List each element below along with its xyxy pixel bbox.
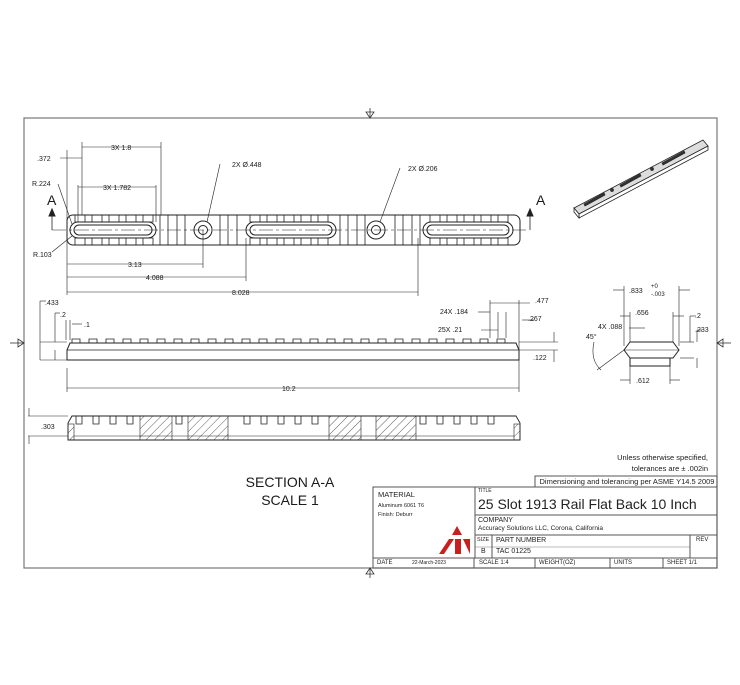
svg-text:-.003: -.003 <box>651 292 665 298</box>
top-view <box>52 214 528 246</box>
svg-text:R.103: R.103 <box>33 252 52 259</box>
date-value: 22-March-2023 <box>412 560 446 566</box>
company-name: Accuracy Solutions LLC, Corona, Californ… <box>478 525 604 532</box>
isometric-view <box>573 139 709 220</box>
svg-text:.267: .267 <box>528 316 542 323</box>
rev-label: REV <box>696 537 709 543</box>
side-view-teeth <box>71 338 506 343</box>
section-title: SECTION A-A <box>246 474 335 490</box>
svg-text:.433: .433 <box>45 300 59 307</box>
top-view-dimension-lines <box>51 142 419 296</box>
svg-text:10.2: 10.2 <box>282 386 296 393</box>
svg-text:.833: .833 <box>629 288 643 295</box>
company-label: COMPANY <box>478 517 513 524</box>
svg-text:.477: .477 <box>535 298 549 305</box>
svg-text:4.088: 4.088 <box>146 275 164 282</box>
size-value: B <box>481 548 486 555</box>
part-number: TAC 01225 <box>496 548 531 555</box>
drawing-title: 25 Slot 1913 Rail Flat Back 10 Inch <box>478 496 697 512</box>
section-scale: SCALE 1 <box>261 492 319 508</box>
svg-text:45°: 45° <box>586 333 597 341</box>
section-dimension-lines <box>28 408 68 444</box>
section-view <box>67 415 521 441</box>
material-label: MATERIAL <box>378 490 415 499</box>
svg-text:4X .088: 4X .088 <box>598 324 622 331</box>
svg-text:3X 1.782: 3X 1.782 <box>103 185 131 192</box>
svg-text:.1: .1 <box>84 322 90 329</box>
profile-view <box>623 341 680 367</box>
svg-text:.122: .122 <box>533 355 547 362</box>
section-marker-right <box>526 207 534 230</box>
side-view-dimension-lines <box>39 300 558 392</box>
finish-note: Finish: Deburr <box>378 512 413 518</box>
company-logo <box>439 526 470 554</box>
side-view <box>66 338 520 361</box>
svg-text:2X Ø.448: 2X Ø.448 <box>232 162 262 169</box>
sheet-label: SHEET 1/1 <box>667 560 697 566</box>
top-view-dimension-texts: .372 R.224 R.103 3X 1.8 3X 1.782 2X Ø.44… <box>32 145 438 297</box>
svg-text:25X .21: 25X .21 <box>438 327 462 334</box>
svg-text:.2: .2 <box>60 312 66 319</box>
svg-text:.233: .233 <box>695 327 709 334</box>
svg-text:2X Ø.206: 2X Ø.206 <box>408 166 438 173</box>
svg-text:8.028: 8.028 <box>232 290 250 297</box>
svg-text:.612: .612 <box>636 378 650 385</box>
scale-value: SCALE 1:4 <box>479 560 509 566</box>
svg-text:R.224: R.224 <box>32 181 51 188</box>
svg-text:+0: +0 <box>651 284 659 290</box>
size-label: SIZE <box>477 537 490 543</box>
svg-text:.656: .656 <box>635 310 649 317</box>
svg-text:.372: .372 <box>37 156 51 163</box>
svg-text:3X 1.8: 3X 1.8 <box>111 145 131 152</box>
material-value: Aluminum 6061 T6 <box>378 503 425 509</box>
tolerance-note-line1: Unless otherwise specified, <box>617 453 708 462</box>
units-label: UNITS <box>614 560 632 566</box>
standard-note: Dimensioning and tolerancing per ASME Y1… <box>539 477 715 486</box>
section-dim-303: .303 <box>41 424 55 431</box>
title-label: TITLE <box>478 488 492 494</box>
tolerance-note-line2: tolerances are ± .002in <box>632 464 708 473</box>
section-view-teeth <box>75 416 495 425</box>
section-marker-left <box>48 207 56 230</box>
svg-text:.2: .2 <box>695 313 701 320</box>
profile-dimension-texts: .833 +0 -.003 .656 4X .088 45° .2 .233 .… <box>586 284 709 385</box>
section-marker-label-right: A <box>536 192 546 208</box>
centering-marks <box>10 108 731 578</box>
weight-label: WEIGHT(OZ) <box>539 560 576 566</box>
part-number-label: PART NUMBER <box>496 537 547 544</box>
side-view-dimension-texts: .433 .2 .1 24X .184 25X .21 .477 .267 .1… <box>45 298 549 393</box>
title-block-frame <box>372 475 718 569</box>
profile-dimension-lines <box>592 286 702 384</box>
svg-text:24X .184: 24X .184 <box>440 309 468 316</box>
svg-text:3.13: 3.13 <box>128 262 142 269</box>
section-marker-label: A <box>47 192 57 208</box>
date-label: DATE <box>377 560 393 566</box>
